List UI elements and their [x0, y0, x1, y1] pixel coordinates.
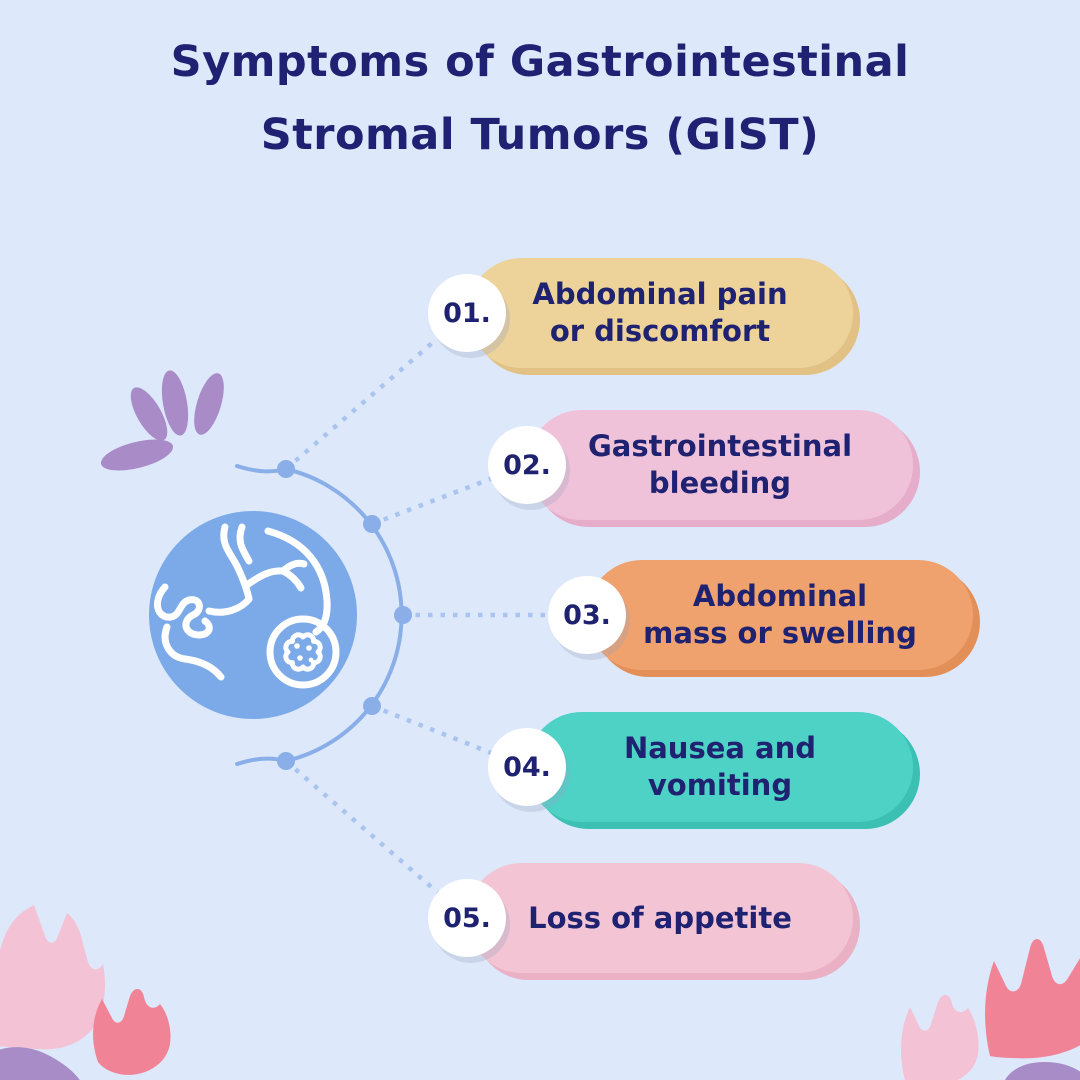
- node-dot-3: [394, 606, 412, 624]
- symptom-label: Gastrointestinal: [587, 429, 853, 463]
- mound-shape: [0, 1047, 80, 1080]
- symptom-label: Abdominal pain: [532, 277, 788, 311]
- number-label: 03.: [563, 599, 611, 631]
- page-title-line2: Stromal Tumors (GIST): [260, 110, 820, 160]
- symptom-label: vomiting: [647, 768, 793, 802]
- number-label: 04.: [503, 751, 551, 783]
- connector-line-5: [284, 759, 469, 920]
- tulip-flower-icon: [0, 905, 105, 1050]
- number-badge-5: 05.: [428, 879, 506, 957]
- symptom-label: Loss of appetite: [528, 900, 792, 935]
- number-badge-2: 02.: [488, 426, 566, 504]
- connector-line-1: [284, 311, 469, 471]
- symptom-label: bleeding: [648, 466, 792, 500]
- number-label: 05.: [443, 902, 491, 934]
- number-label: 02.: [503, 449, 551, 481]
- node-dot-1: [277, 460, 295, 478]
- leaf: [161, 370, 189, 436]
- corner-flowers-right: [901, 939, 1080, 1080]
- node-dot-2: [363, 515, 381, 533]
- number-badge-4: 04.: [488, 728, 566, 806]
- corner-flowers-left: [0, 905, 171, 1080]
- tumor-dots: [294, 643, 314, 663]
- page-title-line1: Symptoms of Gastrointestinal: [170, 37, 910, 87]
- number-label: 01.: [443, 297, 491, 329]
- number-badge-1: 01.: [428, 274, 506, 352]
- leaf: [194, 373, 224, 435]
- symptom-label: or discomfort: [549, 314, 771, 348]
- symptom-label: mass or swelling: [643, 616, 917, 650]
- number-badge-3: 03.: [548, 576, 626, 654]
- symptom-pill-2: Gastrointestinal bleeding: [527, 410, 913, 520]
- leaf: [130, 387, 168, 441]
- node-dot-5: [277, 752, 295, 770]
- leaf: [100, 439, 174, 471]
- tulip-flower-icon: [901, 995, 979, 1080]
- symptom-label: Abdominal: [692, 579, 868, 613]
- symptom-pill-1: Abdominal pain or discomfort: [467, 258, 853, 368]
- arc-node-dots: [277, 460, 412, 770]
- tulip-flower-icon: [985, 939, 1080, 1059]
- mound-shape: [1004, 1062, 1080, 1080]
- node-dot-4: [363, 697, 381, 715]
- tulip-flower-icon: [93, 988, 171, 1075]
- page-title: Symptoms of Gastrointestinal Stromal Tum…: [0, 26, 1080, 172]
- symptom-pill-3: Abdominal mass or swelling: [587, 560, 973, 670]
- leaf-fan-icon: [100, 370, 224, 471]
- symptom-pill-4: Nausea and vomiting: [527, 712, 913, 822]
- stomach-icon: [154, 523, 340, 689]
- symptom-label: Nausea and: [623, 731, 817, 765]
- center-illustration: [149, 511, 357, 719]
- symptom-pill-5: Loss of appetite: [467, 863, 853, 973]
